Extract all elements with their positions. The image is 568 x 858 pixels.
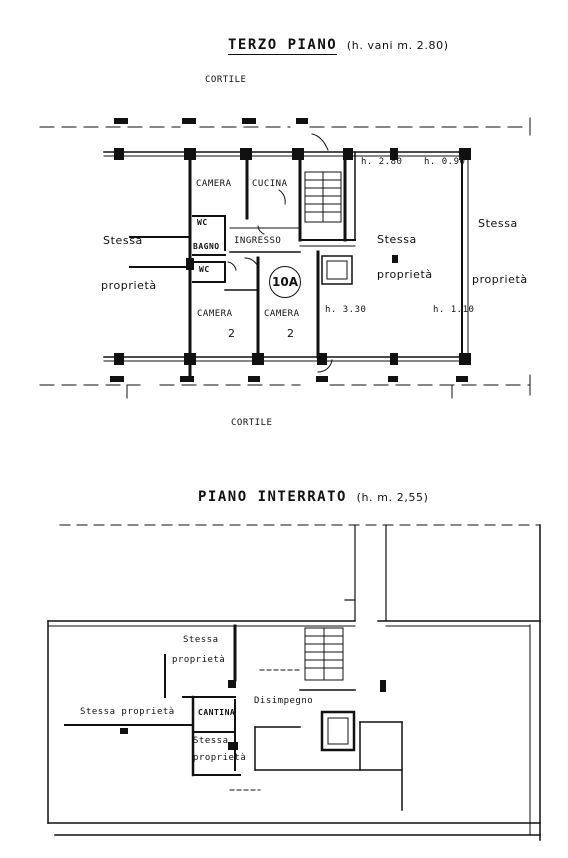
room-camera-top: CAMERA [196, 179, 232, 189]
upper-plan-title-text: TERZO PIANO [228, 37, 338, 55]
height-330: h. 3.30 [325, 305, 367, 315]
room-cucina: CUCINA [252, 179, 288, 189]
upper-plan-pillars [110, 118, 471, 382]
height-110: h. 1.10 [433, 305, 475, 315]
height-280: h. 2.80 [361, 157, 403, 167]
room-camera-right-number: 2 [287, 327, 295, 340]
basement-bottom-line1: Stessa [193, 736, 229, 746]
basement-bottom-line2: proprietà [193, 753, 247, 763]
lower-plan-height-note: (h. m. 2,55) [356, 491, 429, 504]
lower-plan-title: PIANO INTERRATO (h. m. 2,55) [198, 486, 429, 505]
room-wc: WC [199, 265, 210, 274]
basement-left-label: Stessa proprietà [80, 707, 175, 717]
unit-number-badge: 10A [269, 266, 301, 298]
room-bagno: BAGNO [193, 242, 220, 251]
room-camera-right: CAMERA [264, 309, 300, 319]
upper-plan-outline [39, 117, 531, 399]
room-wc-top: WC [197, 218, 208, 227]
room-camera-left-number: 2 [228, 327, 236, 340]
upper-plan-doors [227, 133, 333, 373]
lower-plan-stair [229, 627, 356, 791]
basement-disimpegno: Disimpegno [254, 696, 314, 706]
lower-plan-title-text: PIANO INTERRATO [198, 489, 347, 505]
upper-plan-walls [129, 150, 469, 382]
courtyard-bottom-label: CORTILE [231, 418, 273, 428]
neighbor-right-line1: Stessa [478, 217, 518, 230]
upper-plan-height-note: (h. vani m. 2.80) [346, 39, 449, 52]
courtyard-top-label: CORTILE [205, 75, 247, 85]
neighbor-center-line2: proprietà [377, 268, 433, 281]
room-ingresso: INGRESSO [234, 236, 282, 246]
neighbor-right-line2: proprietà [472, 273, 528, 286]
height-090: h. 0.90 [424, 157, 466, 167]
neighbor-left-line2: proprietà [101, 279, 157, 292]
lower-plan-walls [64, 624, 403, 811]
lower-plan-pillars [120, 680, 386, 750]
upper-plan-title: TERZO PIANO (h. vani m. 2.80) [228, 34, 449, 55]
basement-top-line1: Stessa [183, 635, 219, 645]
lower-plan-outline [47, 524, 541, 841]
upper-plan-stair [299, 171, 356, 285]
neighbor-left-line1: Stessa [103, 234, 143, 247]
room-camera-left: CAMERA [197, 309, 233, 319]
basement-top-line2: proprietà [172, 655, 226, 665]
neighbor-center-line1: Stessa [377, 233, 417, 246]
basement-cantina: CANTINA [198, 708, 236, 717]
